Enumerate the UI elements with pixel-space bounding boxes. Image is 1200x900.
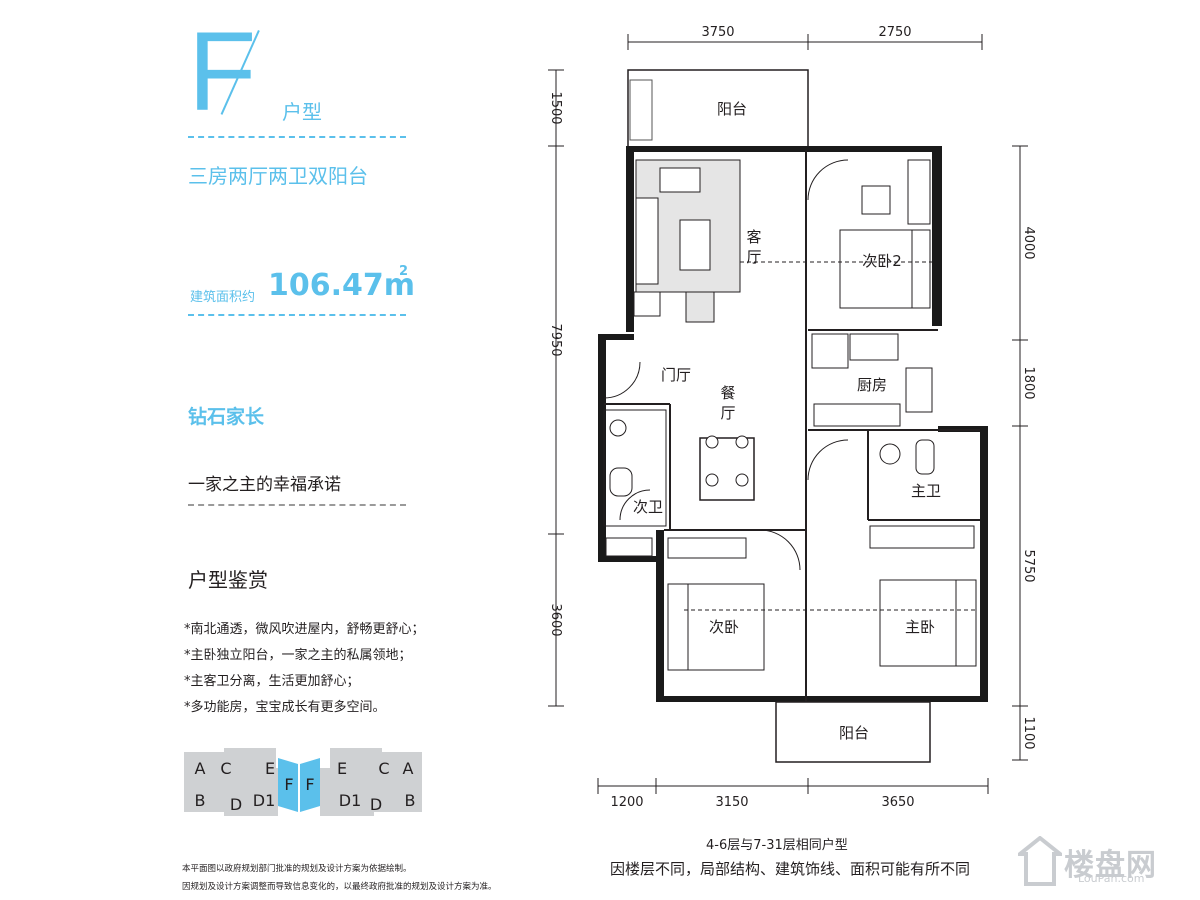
dim-right: 5750 (1021, 549, 1036, 582)
key-cell: E (337, 759, 347, 778)
dim-bottom: 3650 (881, 795, 914, 810)
disclaimer-note: 因规划及设计方案调整而导致信息变化的，以最终政府批准的规划及设计方案为准。 (182, 882, 497, 892)
room-second-bath: 次卫 (633, 498, 663, 516)
area-superscript: 2 (399, 264, 409, 279)
key-cell: A (403, 759, 414, 778)
slogan-title: 钻石家长 (188, 406, 265, 428)
room-dining-1: 餐 (720, 384, 735, 402)
slogan-divider (188, 504, 406, 506)
area-value: 106.47m (268, 268, 416, 303)
dim-bottom: 3150 (715, 795, 748, 810)
dim-right: 1800 (1021, 366, 1036, 399)
dim-right: 1100 (1021, 716, 1036, 749)
key-cell: F (305, 775, 314, 794)
watermark-en: LouPan.com (1078, 872, 1145, 885)
floor-plan: 阳台 客 厅 次卧2 门厅 餐 厅 厨房 主卫 次卫 次卧 主卧 阳台 3750… (548, 25, 1036, 810)
feature-item: *南北通透，微风吹进屋内，舒畅更舒心； (184, 622, 425, 637)
feature-item: *多功能房，宝宝成长有更多空间。 (184, 700, 386, 715)
dim-bottom: 1200 (610, 795, 643, 810)
dim-top: 3750 (701, 25, 734, 40)
key-cell: C (220, 759, 231, 778)
unit-type-label: 户型 (282, 100, 322, 124)
dim-left: 7950 (548, 323, 563, 356)
room-dining-2: 厅 (720, 404, 735, 422)
slogan-line: 一家之主的幸福承诺 (188, 475, 341, 495)
room-balcony-bottom: 阳台 (839, 724, 869, 742)
room-balcony-top: 阳台 (717, 100, 747, 118)
key-cell: E (265, 759, 275, 778)
dim-top: 2750 (878, 25, 911, 40)
key-cell: D (370, 795, 382, 814)
title-divider (188, 136, 406, 138)
key-cell: A (195, 759, 206, 778)
room-living-2: 厅 (746, 248, 761, 266)
feature-item: *主卧独立阳台，一家之主的私属领地； (184, 648, 412, 663)
unit-letter: F (188, 9, 257, 134)
key-cell: B (405, 791, 416, 810)
features-title: 户型鉴赏 (188, 568, 268, 592)
layout-description: 三房两厅两卫双阳台 (188, 164, 368, 188)
room-master-bath: 主卫 (911, 482, 941, 500)
key-cell: F (284, 775, 293, 794)
house-icon (1018, 836, 1062, 886)
room-kitchen: 厨房 (857, 376, 887, 394)
room-master-bedroom: 主卧 (905, 618, 935, 636)
floors-disclaimer: 因楼层不同，局部结构、建筑饰线、面积可能有所不同 (610, 860, 971, 878)
floors-note: 4-6层与7-31层相同户型 (706, 838, 848, 853)
area-divider (188, 314, 406, 316)
key-cell: B (195, 791, 206, 810)
key-cell: D (230, 795, 242, 814)
room-bedroom-2: 次卧2 (862, 252, 902, 270)
key-cell: C (378, 759, 389, 778)
disclaimer-note: 本平面图以政府规划部门批准的规划及设计方案为依据绘制。 (182, 864, 412, 874)
room-living-1: 客 (746, 228, 761, 246)
feature-item: *主客卫分离，生活更加舒心； (184, 674, 360, 689)
dim-left: 3600 (548, 603, 563, 636)
room-second-bedroom: 次卧 (709, 618, 739, 636)
dim-right: 4000 (1021, 226, 1036, 259)
dim-left: 1500 (548, 91, 563, 124)
area-label: 建筑面积约 (190, 290, 256, 305)
watermark-cn: 楼盘网 (1064, 848, 1157, 883)
key-plan: A C E F F E C A B D D1 D1 D B (184, 748, 422, 816)
key-cell: D1 (253, 791, 276, 810)
key-cell: D1 (339, 791, 362, 810)
room-foyer: 门厅 (661, 366, 691, 384)
